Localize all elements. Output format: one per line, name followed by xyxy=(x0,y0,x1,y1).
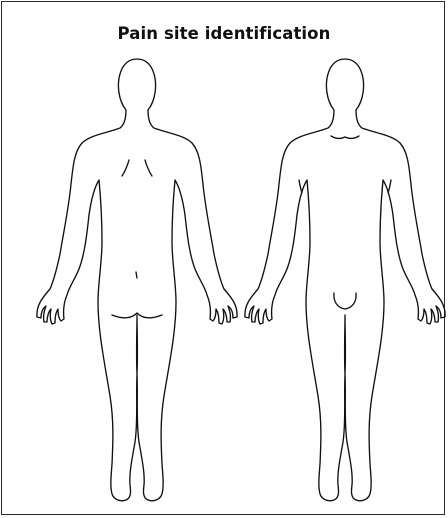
front-groin-outline xyxy=(334,293,356,309)
back-scapula-right-line xyxy=(145,160,152,176)
front-left-arm-line xyxy=(299,180,302,193)
human-body-back-outline-icon[interactable] xyxy=(37,59,237,501)
back-spine-mark xyxy=(136,272,137,278)
back-scapula-left-line xyxy=(122,160,129,176)
back-body-silhouette xyxy=(37,59,237,501)
front-body-silhouette xyxy=(245,59,445,501)
front-clavicle-line xyxy=(331,136,359,138)
front-right-arm-line xyxy=(388,180,391,193)
human-body-front-outline-icon[interactable] xyxy=(245,59,445,501)
